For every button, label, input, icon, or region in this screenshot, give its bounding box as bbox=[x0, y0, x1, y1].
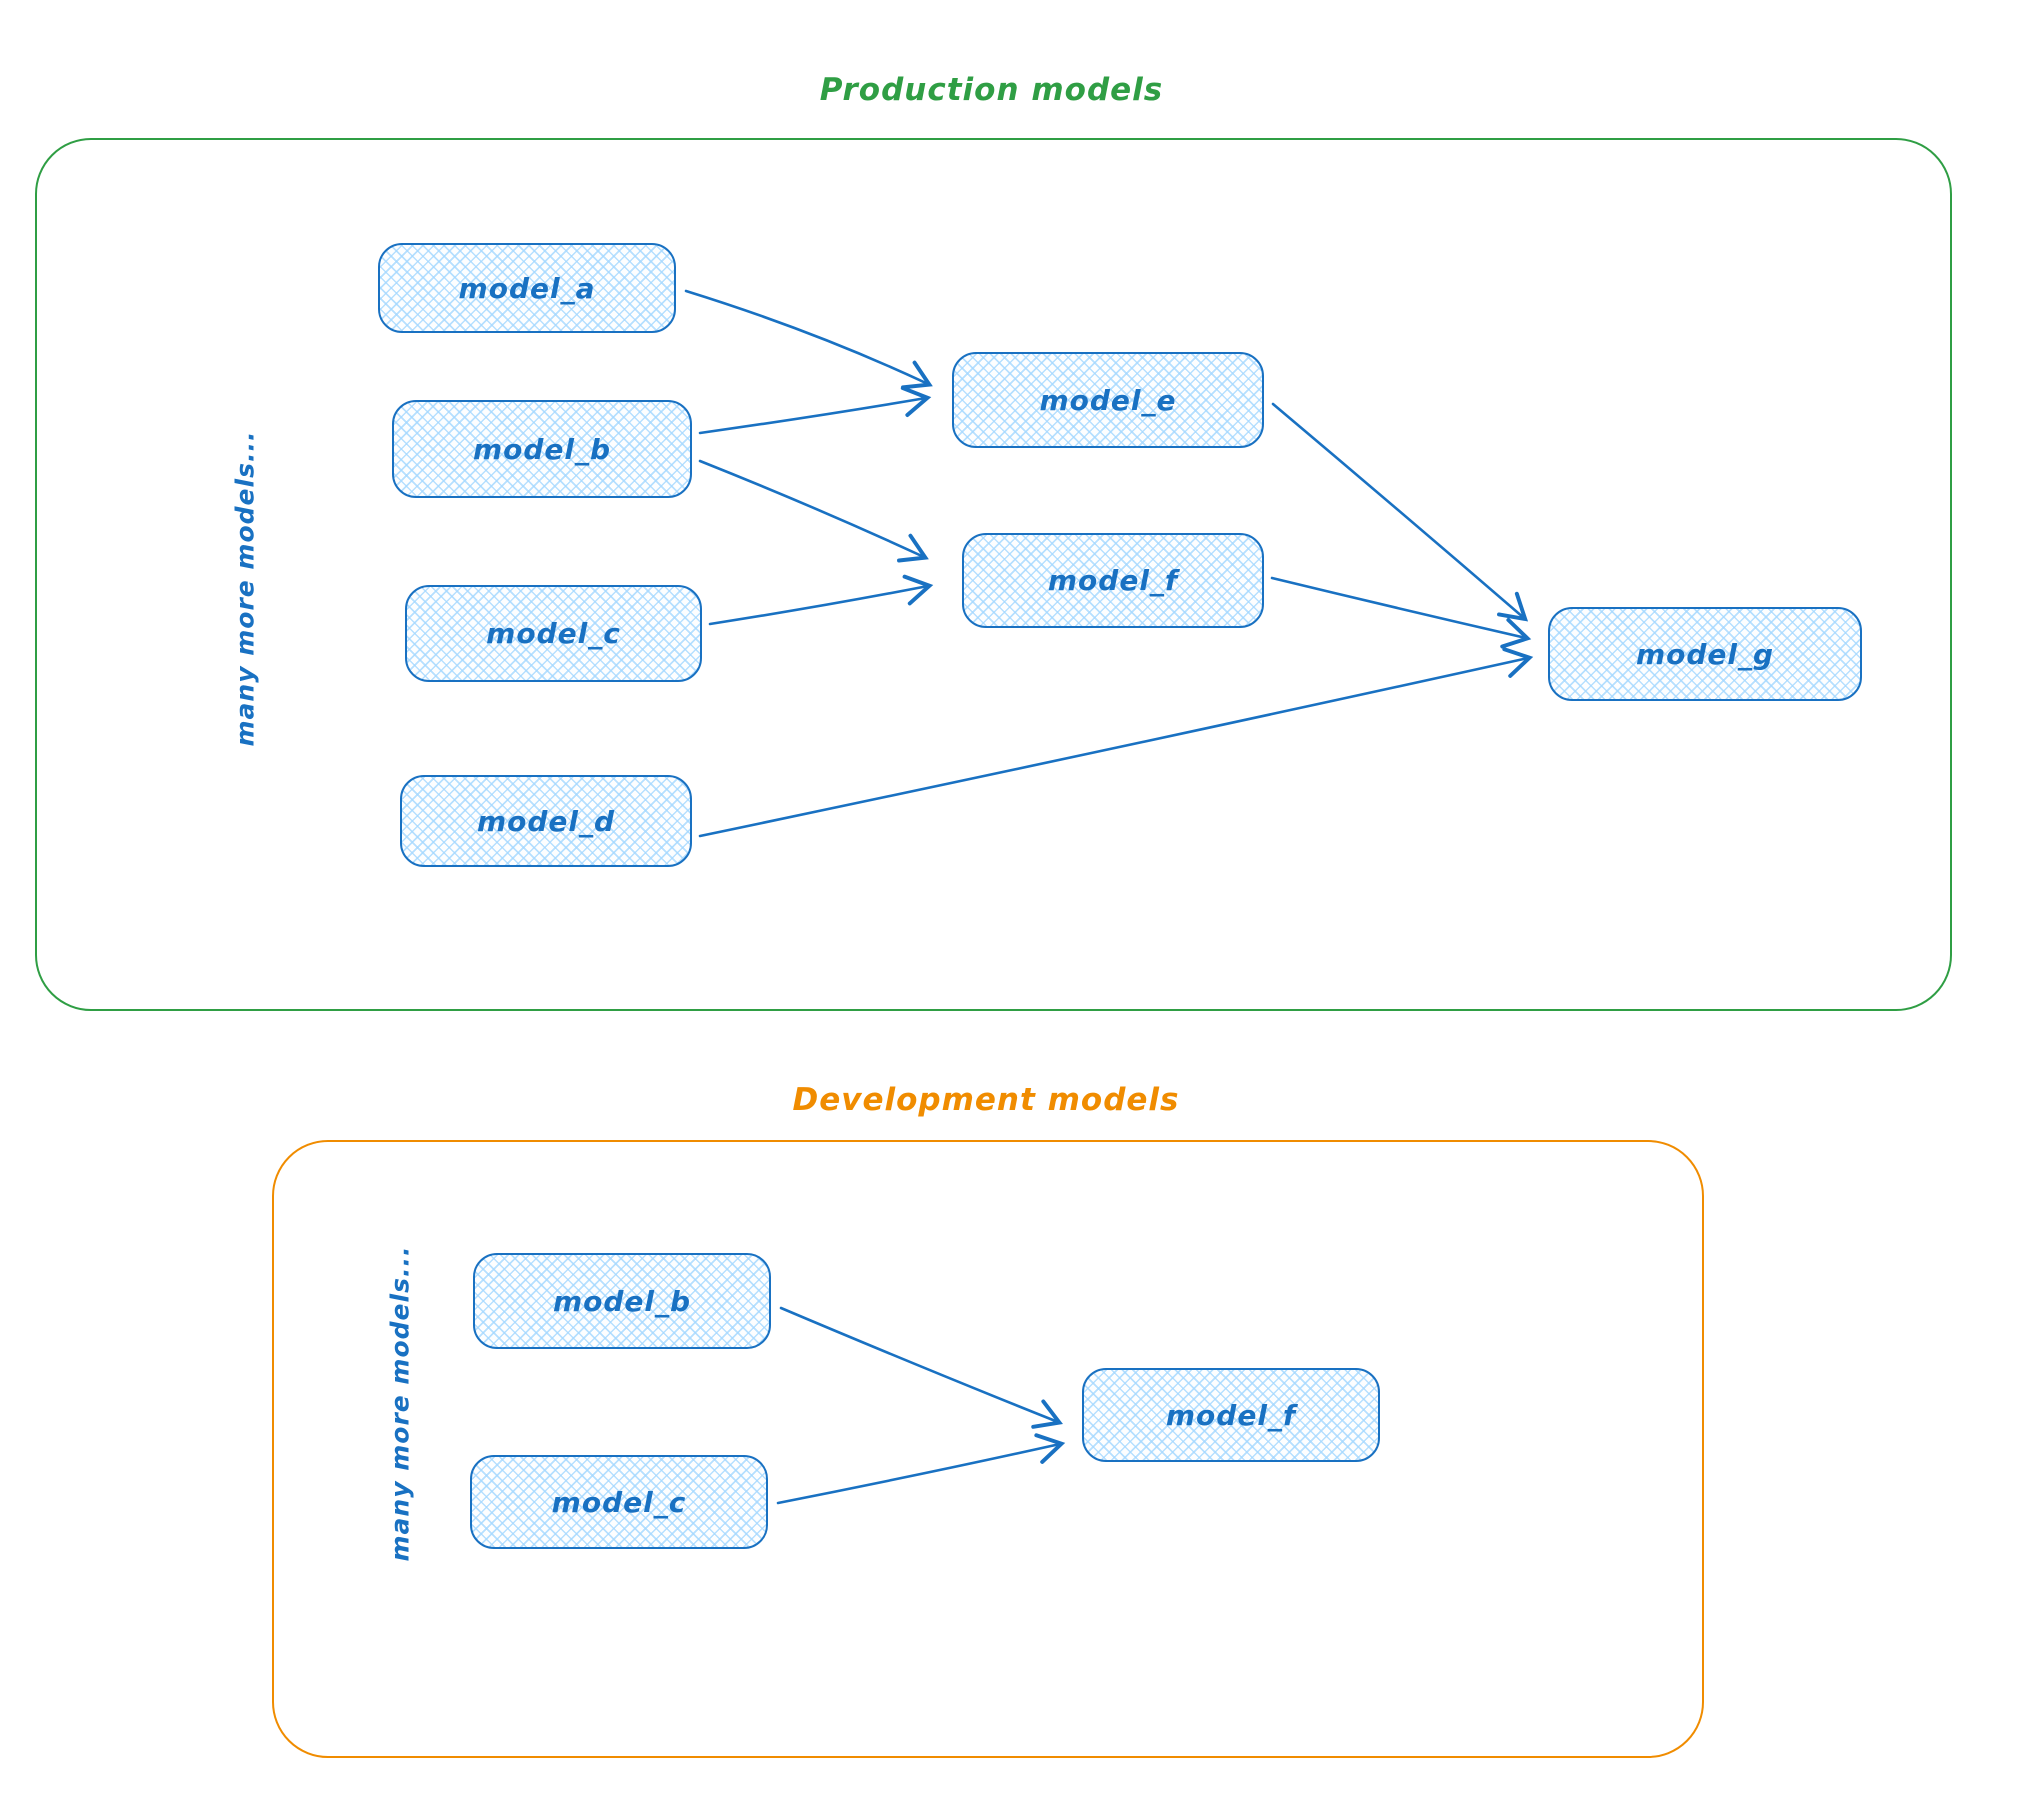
production-section-container bbox=[35, 138, 1952, 1011]
node-production-model_f[interactable]: model_f bbox=[962, 533, 1264, 628]
node-development-model_c[interactable]: model_c bbox=[470, 1455, 768, 1549]
node-label: model_d bbox=[476, 804, 616, 838]
node-label: model_a bbox=[458, 271, 596, 305]
node-production-model_d[interactable]: model_d bbox=[400, 775, 692, 867]
node-development-model_b[interactable]: model_b bbox=[473, 1253, 771, 1349]
development-side-note: many more models... bbox=[385, 1245, 415, 1562]
node-label: model_f bbox=[1047, 564, 1179, 597]
production-side-note: many more models... bbox=[230, 430, 260, 747]
node-label: model_c bbox=[551, 1485, 687, 1519]
node-production-model_e[interactable]: model_e bbox=[952, 352, 1264, 448]
node-production-model_a[interactable]: model_a bbox=[378, 243, 676, 333]
node-production-model_b[interactable]: model_b bbox=[392, 400, 692, 498]
production-section-title: Production models bbox=[819, 72, 1164, 108]
node-label: model_f bbox=[1165, 1398, 1297, 1432]
node-label: model_g bbox=[1635, 637, 1775, 671]
node-label: model_c bbox=[486, 617, 621, 650]
development-section-container bbox=[272, 1140, 1704, 1758]
development-section-title: Development models bbox=[792, 1082, 1180, 1118]
node-label: model_b bbox=[472, 432, 612, 466]
node-development-model_f[interactable]: model_f bbox=[1082, 1368, 1380, 1462]
node-production-model_c[interactable]: model_c bbox=[405, 585, 702, 682]
node-production-model_g[interactable]: model_g bbox=[1548, 607, 1862, 701]
node-label: model_e bbox=[1039, 383, 1177, 417]
node-label: model_b bbox=[552, 1284, 692, 1318]
